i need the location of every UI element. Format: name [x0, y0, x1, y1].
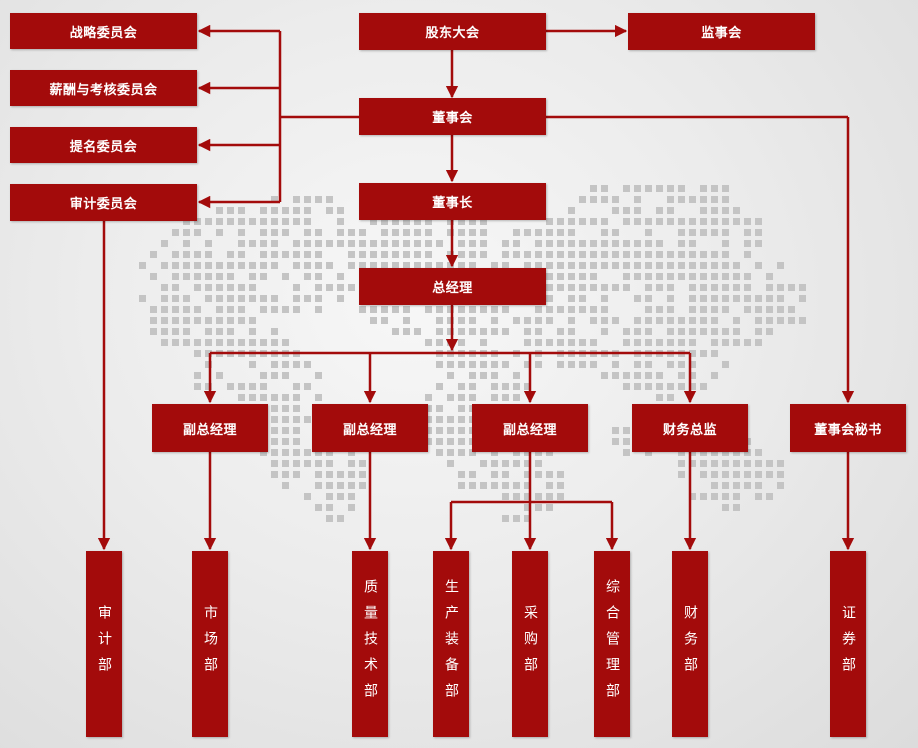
general-admin-department-box: 综合管理部: [594, 551, 630, 737]
connector-lines: [97, 24, 855, 551]
nomination-committee-box: 提名委员会: [10, 127, 197, 163]
cfo-box: 财务总监: [632, 404, 748, 452]
production-equipment-department-label: 生产装备部: [443, 579, 459, 709]
audit-committee-box: 审计委员会: [10, 184, 197, 221]
audit-department-box: 审计部: [86, 551, 122, 737]
vice-gm-2-label: 副总经理: [342, 422, 397, 438]
vice-gm-1-label: 副总经理: [182, 422, 237, 438]
shareholders-meeting-label: 股东大会: [425, 26, 480, 41]
cfo-label: 财务总监: [662, 422, 717, 438]
vice-gm-1-box: 副总经理: [152, 404, 268, 452]
board-of-directors-box: 董事会: [359, 98, 546, 135]
finance-department-box: 财务部: [672, 551, 708, 737]
vice-gm-3-label: 副总经理: [502, 422, 557, 438]
vice-gm-3-box: 副总经理: [472, 404, 588, 452]
supervisory-board-box: 监事会: [628, 13, 815, 50]
audit-department-label: 审计部: [96, 605, 112, 683]
marketing-department-label: 市场部: [202, 605, 218, 683]
board-secretary-box: 董事会秘书: [790, 404, 906, 452]
marketing-department-box: 市场部: [192, 551, 228, 737]
quality-tech-department-box: 质量技术部: [352, 551, 388, 737]
general-manager-box: 总经理: [359, 268, 546, 305]
supervisory-board-label: 监事会: [701, 26, 742, 41]
shareholders-meeting-box: 股东大会: [359, 13, 546, 50]
strategy-committee-label: 战略委员会: [69, 25, 138, 41]
finance-department-label: 财务部: [682, 605, 698, 683]
quality-tech-department-label: 质量技术部: [362, 579, 378, 709]
chairman-label: 董事长: [432, 196, 473, 211]
compensation-committee-label: 薪酬与考核委员会: [49, 82, 158, 98]
board-of-directors-label: 董事会: [432, 111, 473, 126]
general-admin-department-label: 综合管理部: [604, 579, 620, 709]
board-secretary-label: 董事会秘书: [814, 422, 882, 438]
securities-department-label: 证券部: [840, 605, 856, 683]
purchasing-department-box: 采购部: [512, 551, 548, 737]
purchasing-department-label: 采购部: [522, 605, 538, 683]
strategy-committee-box: 战略委员会: [10, 13, 197, 49]
general-manager-label: 总经理: [432, 281, 473, 296]
nomination-committee-label: 提名委员会: [69, 139, 138, 155]
audit-committee-label: 审计委员会: [69, 197, 138, 212]
chairman-box: 董事长: [359, 183, 546, 220]
compensation-committee-box: 薪酬与考核委员会: [10, 70, 197, 106]
production-equipment-department-box: 生产装备部: [433, 551, 469, 737]
securities-department-box: 证券部: [830, 551, 866, 737]
vice-gm-2-box: 副总经理: [312, 404, 428, 452]
